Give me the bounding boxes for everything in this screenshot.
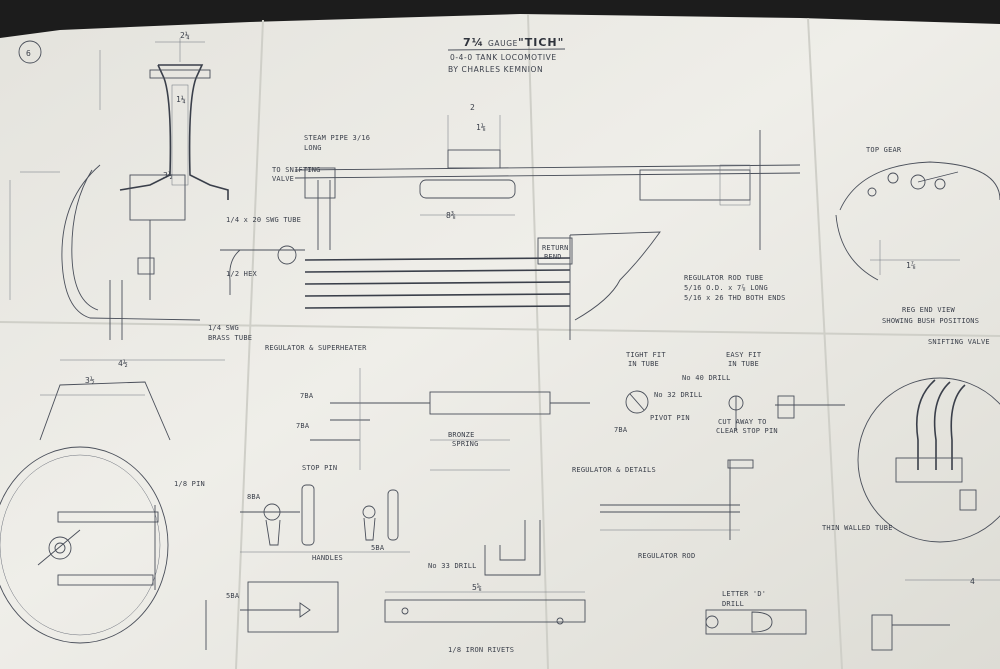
- label-bronze-spring: BRONZE: [448, 431, 475, 439]
- dim-8-3-8: 8⅜: [446, 211, 456, 220]
- label-tight-fit-2: IN TUBE: [628, 360, 659, 368]
- label-brass-tube-2: BRASS TUBE: [208, 334, 252, 342]
- label-5ba-2: 5BA: [226, 592, 240, 600]
- subtitle-1: 0-4-0 TANK LOCOMOTIVE: [450, 53, 557, 62]
- label-regulator-rod-tube-2: 5/16 O.D. x 7⅞ LONG: [684, 284, 768, 292]
- label-snifting-valve: SNIFTING VALVE: [928, 338, 990, 346]
- reg-end-view-drawing: [835, 161, 1000, 581]
- dim-2-1-4: 2¼: [180, 31, 190, 40]
- dim-2-top: 2: [470, 103, 475, 112]
- ball-valve-drawing: [871, 614, 950, 651]
- dim-4: 4: [970, 577, 975, 586]
- label-steam-pipe-2: LONG: [304, 144, 322, 152]
- label-8ba: 8BA: [247, 493, 261, 501]
- label-letter-d-2: DRILL: [722, 600, 744, 608]
- sheet-number: 6: [26, 49, 31, 58]
- label-steam-pipe: STEAM PIPE 3/16: [304, 134, 370, 142]
- label-letter-d: LETTER 'D': [722, 590, 766, 598]
- label-thin-walled-tube: THIN WALLED TUBE: [822, 524, 893, 532]
- label-to-snifting-2: VALVE: [272, 175, 294, 183]
- label-drill-no40: No 40 DRILL: [682, 374, 731, 382]
- label-cut-away-2: CLEAR STOP PIN: [716, 427, 778, 435]
- label-pin-1-8: 1/8 PIN: [174, 480, 205, 488]
- sheet-number-circle: [18, 40, 42, 64]
- title-gauge: 7¼: [463, 36, 484, 49]
- bracket-drawing: [484, 520, 541, 576]
- label-return-bend: RETURN: [542, 244, 569, 252]
- fold-crease: [0, 321, 1000, 337]
- letter-d-drawing: [705, 609, 807, 635]
- fold-crease: [235, 19, 264, 669]
- pin-component-drawing: [205, 581, 339, 650]
- label-regulator-details: REGULATOR & DETAILS: [572, 466, 656, 474]
- regulator-valve-drawing: [310, 368, 590, 471]
- dim-3-1-2-boiler: 3½: [85, 375, 95, 385]
- label-to-snifting: TO SNIFTING: [272, 166, 321, 174]
- dim-1-1-4: 1¼: [176, 95, 186, 104]
- label-7ba-3: 7BA: [614, 426, 628, 434]
- label-tight-fit: TIGHT FIT: [626, 351, 666, 359]
- label-drill-no32: No 32 DRILL: [654, 391, 703, 399]
- fold-crease: [807, 17, 843, 669]
- label-reg-end-view-2: SHOWING BUSH POSITIONS: [882, 317, 979, 325]
- label-bronze-spring-2: SPRING: [452, 440, 479, 448]
- label-7ba-2: 7BA: [296, 422, 310, 430]
- label-iron-rivets: 1/8 IRON RIVETS: [448, 646, 514, 654]
- regulator-rod-drawing: [600, 459, 754, 540]
- label-5ba-1: 5BA: [371, 544, 385, 552]
- label-handles: HANDLES: [312, 554, 343, 562]
- label-regulator-rod-tube-3: 5/16 x 26 THD BOTH ENDS: [684, 294, 786, 302]
- superheater-drawing: [220, 115, 801, 340]
- label-top-gear: TOP GEAR: [866, 146, 902, 154]
- label-easy-fit-2: IN TUBE: [728, 360, 759, 368]
- dim-4-1-2: 4½: [118, 358, 128, 368]
- label-pivot-pin: PIVOT PIN: [650, 414, 690, 422]
- handles-drawing: [240, 484, 410, 553]
- label-hex: 1/2 HEX: [226, 270, 257, 278]
- pivot-pin-drawing: [625, 390, 845, 430]
- dim-3-1-2-dome: 3½: [163, 170, 173, 180]
- label-drill-no33: No 33 DRILL: [428, 562, 477, 570]
- subtitle-2: BY CHARLES KEMNION: [448, 65, 543, 74]
- label-reg-end-view: REG END VIEW: [902, 306, 956, 314]
- stay-bar-drawing: [384, 591, 586, 625]
- label-regulator-superheater: REGULATOR & SUPERHEATER: [265, 344, 367, 352]
- label-brass-tube: 1/4 SWG: [208, 324, 239, 332]
- label-return-bend-2: BEND: [544, 253, 562, 261]
- label-cut-away: CUT AWAY TO: [718, 418, 767, 426]
- title-block: 7¼ GAUGE "TICH" 0-4-0 TANK LOCOMOTIVE BY…: [447, 36, 566, 74]
- label-regulator-rod: REGULATOR ROD: [638, 552, 695, 560]
- title-name: "TICH": [518, 36, 564, 49]
- label-stop-pin: STOP PIN: [302, 464, 337, 472]
- drawing-sheet: [0, 14, 1000, 669]
- label-copper-tube: 1/4 x 20 SWG TUBE: [226, 216, 301, 224]
- boiler-end-view-drawing: [0, 381, 171, 644]
- fold-crease: [527, 13, 549, 669]
- dim-1-7-8: 1⅞: [906, 261, 916, 270]
- label-7ba-1: 7BA: [300, 392, 314, 400]
- dim-1-1-8: 1⅛: [476, 123, 486, 132]
- dim-5-5-8: 5⅝: [472, 583, 482, 592]
- dome-section-drawing: [9, 38, 229, 361]
- label-regulator-rod-tube: REGULATOR ROD TUBE: [684, 274, 763, 282]
- title-gauge-word: GAUGE: [488, 39, 518, 48]
- label-easy-fit: EASY FIT: [726, 351, 762, 359]
